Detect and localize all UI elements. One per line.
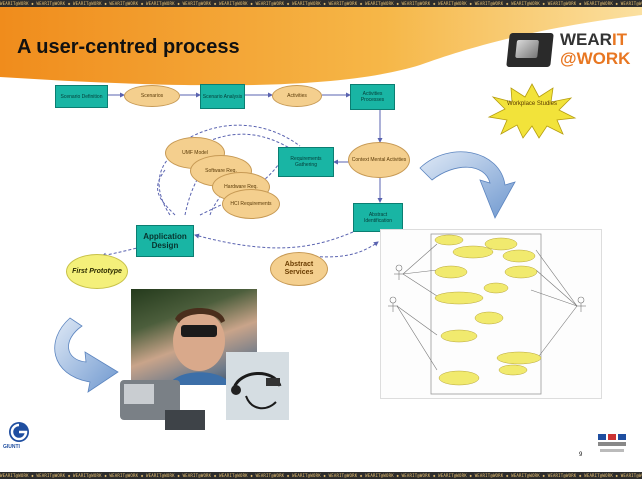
photo-machinery [110, 370, 208, 438]
logo-word-atwork: @WORK [560, 49, 631, 68]
oval-hci-requirements: HCI Requirements [222, 189, 280, 219]
workplace-studies-label: Workplace Studies [507, 101, 557, 107]
wearit-logo: WEARIT @WORK [506, 27, 636, 73]
bottom-decorative-strip: WEARIT@WORK ◆ WEARIT@WORK ◆ WEARIT@WORK … [0, 472, 642, 479]
page-title: A user-centred process [17, 36, 240, 58]
header-band [0, 7, 642, 93]
oval-activities: Activities [272, 85, 322, 107]
use-case-diagram [380, 229, 602, 399]
oval-abstract-services: Abstract Services [270, 252, 328, 286]
box-requirements-gathering: Requirements Gathering [278, 147, 334, 177]
photo-headset-device [226, 352, 289, 420]
top-decorative-strip: WEARIT@WORK ◆ WEARIT@WORK ◆ WEARIT@WORK … [0, 0, 642, 7]
box-scenario-analysis: Scenario Analysis [200, 84, 245, 109]
logo-word-wearit: WEARIT [560, 30, 628, 49]
oval-first-prototype: First Prototype [66, 254, 128, 289]
page-number: 9 [579, 452, 583, 458]
eu-flag-icon [596, 432, 632, 458]
box-abstract-identification: Abstract Identification [353, 203, 403, 232]
box-activities-processes: Activities Processes [350, 84, 395, 110]
box-application-design: Application Design [136, 225, 194, 257]
giunti-logo-icon [6, 420, 34, 456]
box-scenario-definition: Scenario Definition [55, 85, 108, 108]
oval-scenarios: Scenarios [124, 85, 180, 107]
oval-context-mental-activities: Context Mental Activities [348, 142, 410, 178]
workplace-starburst [487, 83, 577, 139]
header-swoosh [0, 7, 642, 86]
giunti-logo-text: GIUNTI [3, 444, 20, 450]
